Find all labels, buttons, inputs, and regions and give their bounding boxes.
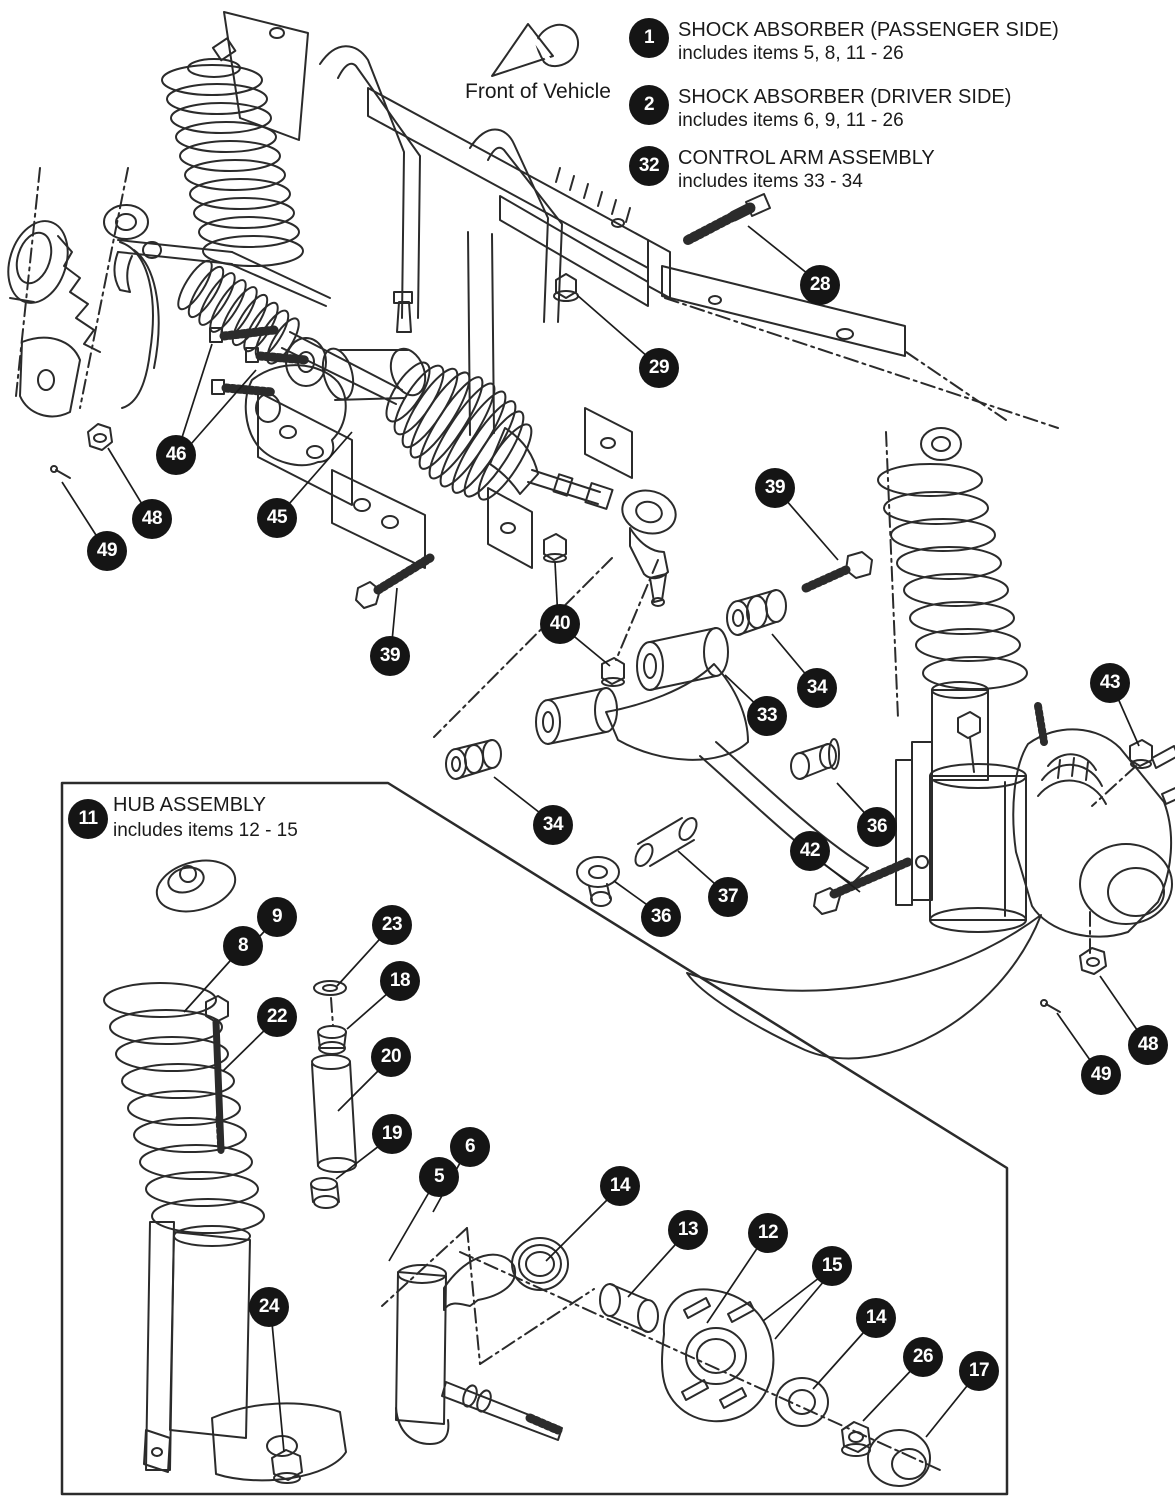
legend-title-1: SHOCK ABSORBER (PASSENGER SIDE) xyxy=(678,19,1059,41)
left-steering-knuckle xyxy=(7,204,331,418)
legend-subtitle-1: includes items 5, 8, 11 - 26 xyxy=(678,43,904,64)
shock-absorber-driver-side xyxy=(877,427,1175,1013)
callout-36: 36 xyxy=(641,897,681,937)
callout-39: 39 xyxy=(370,636,410,676)
callout-48: 48 xyxy=(132,499,172,539)
legend-subtitle-2: includes items 6, 9, 11 - 26 xyxy=(678,110,904,131)
callout-39: 39 xyxy=(755,468,795,508)
callout-14: 14 xyxy=(600,1166,640,1206)
callout-36: 36 xyxy=(857,807,897,847)
callout-34: 34 xyxy=(533,805,573,845)
callout-12: 12 xyxy=(748,1213,788,1253)
callout-17: 17 xyxy=(959,1351,999,1391)
callout-43: 43 xyxy=(1090,663,1130,703)
callout-34: 34 xyxy=(797,668,837,708)
callout-13: 13 xyxy=(668,1210,708,1250)
legend-entry-1: 1 SHOCK ABSORBER (PASSENGER SIDE) includ… xyxy=(629,18,1059,66)
callout-22: 22 xyxy=(257,997,297,1037)
legend-entry-2: 2 SHOCK ABSORBER (DRIVER SIDE) includes … xyxy=(629,85,1011,133)
legend-title-2: SHOCK ABSORBER (DRIVER SIDE) xyxy=(678,86,1012,108)
callout-33: 33 xyxy=(747,696,787,736)
construction-lines xyxy=(15,167,1137,1471)
hub-box-knuckle-spindle xyxy=(395,1253,563,1445)
callout-26: 26 xyxy=(903,1337,943,1377)
front-of-vehicle-arrow-icon xyxy=(491,23,579,77)
callout-18: 18 xyxy=(380,961,420,1001)
hub-box-subtitle: includes items 12 - 15 xyxy=(113,820,298,841)
frame xyxy=(223,11,906,569)
hub-box-title: HUB ASSEMBLY xyxy=(113,794,267,816)
callout-15: 15 xyxy=(812,1246,852,1286)
legend-callout-32: 32 xyxy=(629,146,669,186)
callout-8: 8 xyxy=(223,926,263,966)
callout-29: 29 xyxy=(639,348,679,388)
bushings-and-sleeves xyxy=(445,589,840,907)
hub-assembly-box xyxy=(60,781,1009,1496)
callout-46: 46 xyxy=(156,435,196,475)
callout-45: 45 xyxy=(257,498,297,538)
legend-callout-2: 2 xyxy=(629,85,669,125)
front-of-vehicle-label: Front of Vehicle xyxy=(465,80,611,103)
callout-6: 6 xyxy=(450,1127,490,1167)
callout-23: 23 xyxy=(372,905,412,945)
legend-title-32: CONTROL ARM ASSEMBLY xyxy=(678,147,935,169)
callout-49: 49 xyxy=(87,531,127,571)
callout-24: 24 xyxy=(249,1287,289,1327)
callout-9: 9 xyxy=(257,897,297,937)
legend-subtitle-32: includes items 33 - 34 xyxy=(678,171,863,192)
callout-40: 40 xyxy=(540,604,580,644)
callout-42: 42 xyxy=(790,831,830,871)
callout-49: 49 xyxy=(1081,1055,1121,1095)
callout-5: 5 xyxy=(419,1157,459,1197)
shock-absorber-passenger-side xyxy=(161,37,304,267)
callout-14: 14 xyxy=(856,1298,896,1338)
legend-callout-1: 1 xyxy=(629,18,669,58)
callout-19: 19 xyxy=(372,1114,412,1154)
legend-entry-32: 32 CONTROL ARM ASSEMBLY includes items 3… xyxy=(629,146,935,194)
steering-rack xyxy=(177,259,677,607)
hub-box-callout-11: 11 xyxy=(68,799,108,839)
callout-48: 48 xyxy=(1128,1025,1168,1065)
callout-20: 20 xyxy=(371,1037,411,1077)
hub-box-shock-absorber xyxy=(103,859,357,1484)
callout-28: 28 xyxy=(800,265,840,305)
callout-37: 37 xyxy=(708,877,748,917)
fender-shadow-swoosh xyxy=(686,914,1042,1060)
